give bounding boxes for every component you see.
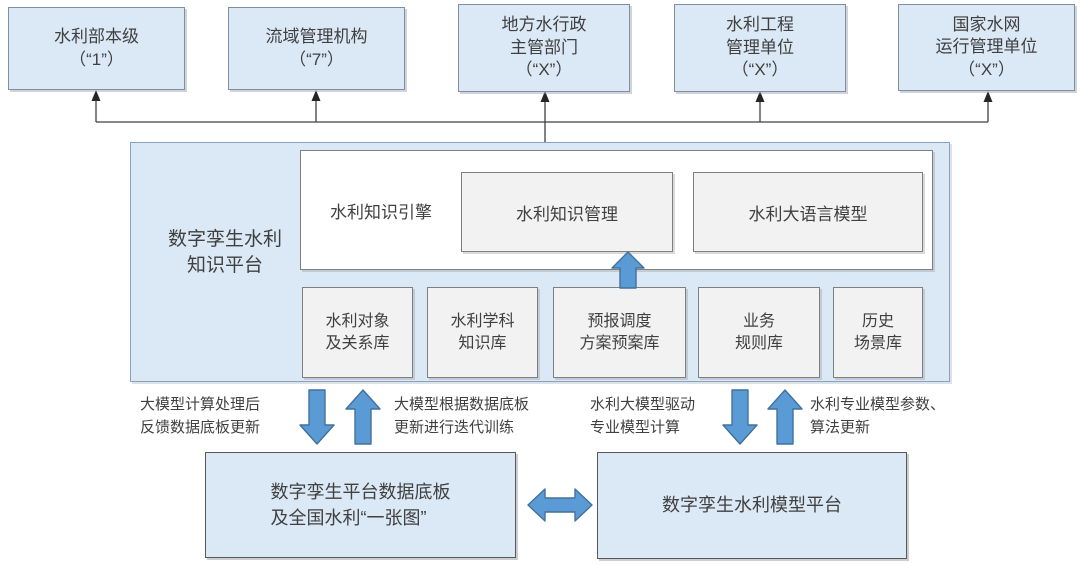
org-unit-basin-agency: 流域管理机构 （“7”） [228,7,405,90]
module-label: 水利知识管理 [516,204,618,224]
flow-label-line: 大模型根据数据底板 [394,396,530,413]
data-base-platform-line2: 及全国水利“一张图” [270,508,427,528]
library-historical-scenarios: 历史 场景库 [833,287,923,378]
feedback-down-arrow [299,389,335,445]
flow-label-model-driving: 水利大模型驱动 专业模型计算 [590,394,695,439]
org-unit-ministry: 水利部本级 （“1”） [8,7,185,90]
library-label: 及关系库 [325,334,390,352]
data-base-platform-box: 数字孪生平台数据底板 及全国水利“一张图” [205,452,516,558]
knowledge-engine-label: 水利知识引擎 [330,202,432,222]
data-base-platform-label: 数字孪生平台数据底板 及全国水利“一张图” [271,479,451,531]
library-label: 预报调度 [587,312,652,330]
knowledge-platform-title: 数字孪生水利 知识平台 [138,227,312,278]
org-unit-label: 流域管理机构 [265,27,368,47]
org-unit-count: （“X”） [515,60,573,80]
knowledge-platform-title-line2: 知识平台 [186,254,263,276]
training-up-arrow [345,389,381,445]
library-label: 历史 [861,312,894,330]
org-unit-label: 地方水行政 [501,15,587,35]
data-base-platform-line1: 数字孪生平台数据底板 [270,481,451,502]
flow-label-line: 算法更新 [810,418,871,436]
flow-label-parameter-update: 水利专业模型参数、 算法更新 [810,394,945,439]
library-label: 知识库 [458,334,507,352]
library-forecast-dispatch-plans: 预报调度 方案预案库 [553,287,686,378]
org-unit-count: （“1”） [69,49,124,69]
module-knowledge-management: 水利知识管理 [461,172,673,252]
flow-label-line: 专业模型计算 [590,418,681,436]
library-label: 水利学科 [450,312,515,330]
model-drive-down-arrow [722,389,758,445]
knowledge-platform-title-line1: 数字孪生水利 [167,229,282,250]
flow-label-line: 水利专业模型参数、 [810,396,946,413]
org-unit-label: 管理单位 [726,37,794,57]
org-unit-count: （“7”） [289,49,344,69]
org-unit-national-water-network: 国家水网 运行管理单位 （“X”） [898,4,1075,91]
flow-label-line: 水利大模型驱动 [590,396,696,413]
org-unit-label: 国家水网 [952,14,1021,34]
bidirectional-arrow [527,488,593,522]
flow-label-line: 更新进行迭代训练 [394,418,515,436]
org-unit-label: 主管部门 [510,37,578,57]
parameter-update-up-arrow [767,389,803,445]
module-label: 水利大语言模型 [748,204,868,224]
library-label: 方案预案库 [579,334,660,352]
flow-label-feedback-data-base: 大模型计算处理后 反馈数据底板更新 [140,394,260,439]
library-label: 水利对象 [325,312,390,330]
library-label: 场景库 [853,334,902,352]
org-unit-count: （“X”） [731,60,789,80]
flow-label-iterative-training: 大模型根据数据底板 更新进行迭代训练 [394,394,529,439]
org-unit-project-management: 水利工程 管理单位 （“X”） [674,4,846,92]
model-platform-box: 数字孪生水利模型平台 [597,452,907,559]
library-water-objects-relations: 水利对象 及关系库 [302,287,413,378]
library-water-discipline-knowledge: 水利学科 知识库 [427,287,538,378]
flow-label-line: 反馈数据底板更新 [140,418,261,436]
org-unit-local-authority: 地方水行政 主管部门 （“X”） [458,4,630,92]
module-large-language-model: 水利大语言模型 [693,172,923,252]
org-unit-label: 运行管理单位 [935,37,1038,57]
org-unit-label: 水利工程 [726,15,794,35]
library-label: 规则库 [734,334,783,352]
org-unit-count: （“X”） [958,59,1015,79]
model-platform-label: 数字孪生水利模型平台 [662,495,842,516]
org-unit-label: 水利部本级 [54,27,139,47]
flow-label-line: 大模型计算处理后 [140,396,261,413]
library-business-rules: 业务 规则库 [698,287,820,378]
library-label: 业务 [742,312,775,330]
